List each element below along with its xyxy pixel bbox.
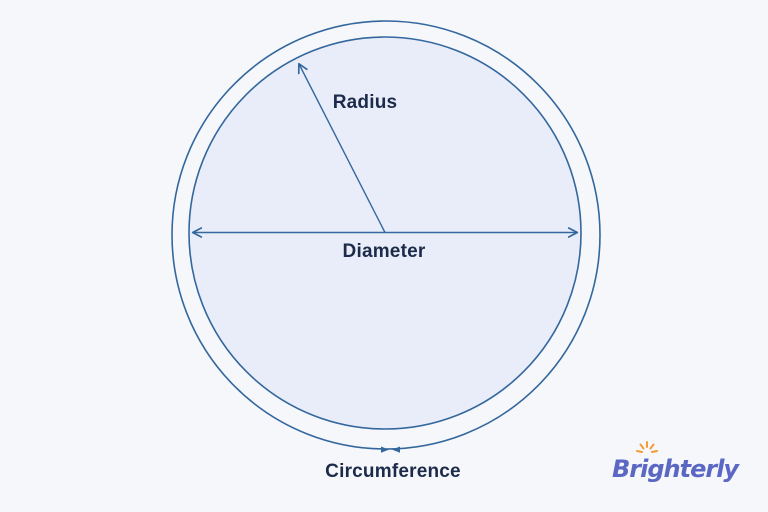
sun-rays-icon xyxy=(636,441,658,453)
circumference-label: Circumference xyxy=(325,461,461,482)
radius-label: Radius xyxy=(332,92,398,113)
diameter-label: Diameter xyxy=(342,241,426,262)
radius-arrow xyxy=(297,62,386,233)
circumference-arrow-marks xyxy=(381,446,400,453)
brighterly-logo: Brighterly xyxy=(612,441,742,490)
brighterly-logo-text: Brighterly xyxy=(612,455,739,483)
